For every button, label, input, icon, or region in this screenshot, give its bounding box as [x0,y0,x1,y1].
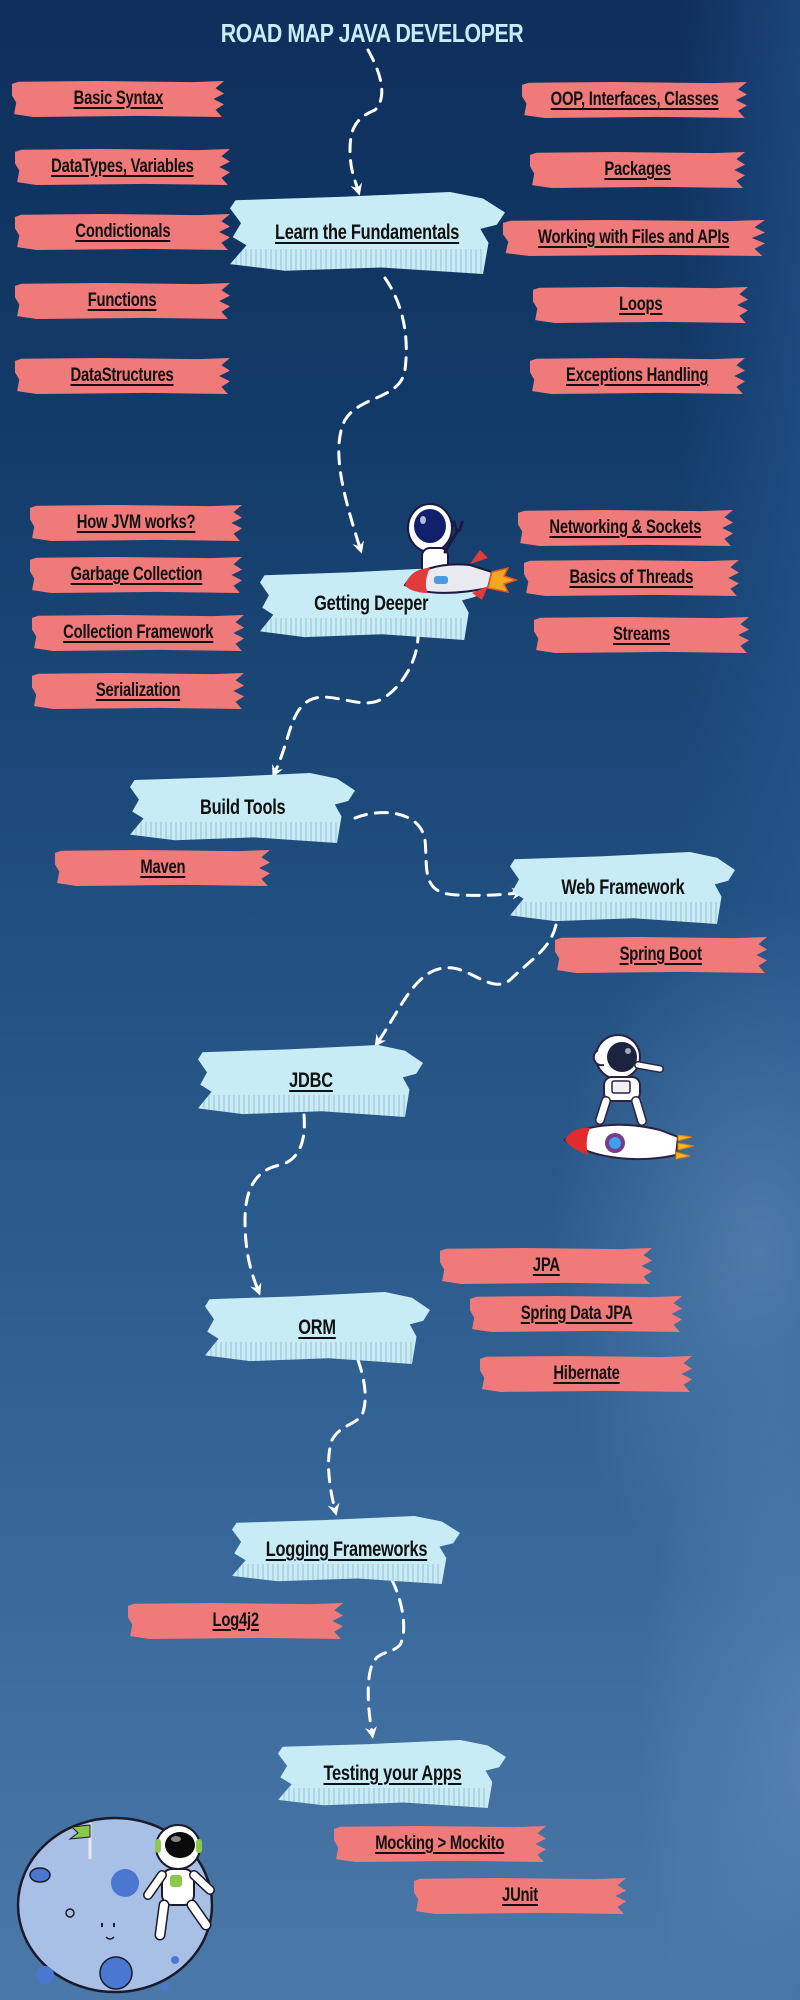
topic-conditionals[interactable]: Condictionals [15,214,230,250]
topic-spring-boot[interactable]: Spring Boot [555,937,767,973]
astronaut-rocket-dab-icon [563,1034,695,1161]
topic-loops[interactable]: Loops [533,287,748,323]
topic-mocking-mockito[interactable]: Mocking > Mockito [334,1826,546,1862]
topic-junit[interactable]: JUnit [414,1878,626,1914]
topic-maven[interactable]: Maven [55,850,270,886]
topic-functions[interactable]: Functions [15,283,230,319]
topic-datastructures[interactable]: DataStructures [15,358,230,394]
stage-web-framework[interactable]: Web Framework [510,852,735,924]
topic-jpa[interactable]: JPA [440,1248,652,1284]
topic-working-with-files-and-apis[interactable]: Working with Files and APIs [503,220,765,256]
topic-datatypes-variables[interactable]: DataTypes, Variables [15,149,230,185]
topic-log4j2[interactable]: Log4j2 [128,1603,343,1639]
topic-streams[interactable]: Streams [534,617,749,653]
topic-exceptions-handling[interactable]: Exceptions Handling [530,358,745,394]
topic-networking-sockets[interactable]: Networking & Sockets [518,510,733,546]
stage-label: Learn the Fundamentals [275,221,460,244]
path-jdbc-to-orm [243,1113,306,1296]
stage-label: Build Tools [199,796,286,819]
stage-label: JDBC [288,1069,333,1092]
stage-jdbc[interactable]: JDBC [198,1045,423,1117]
stage-testing-your-apps[interactable]: Testing your Apps [278,1740,506,1808]
planet-astronaut-flag-icon [16,1816,215,1994]
stage-label: Logging Frameworks [265,1538,427,1561]
stage-label: ORM [298,1316,337,1339]
stage-learn-the-fundamentals[interactable]: Learn the Fundamentals [230,192,505,274]
stage-orm[interactable]: ORM [205,1292,430,1364]
path-build-to-web [353,811,524,900]
path-deeper-to-build [272,628,420,778]
topic-spring-data-jpa[interactable]: Spring Data JPA [470,1296,682,1332]
topic-how-jvm-works[interactable]: How JVM works? [30,505,242,541]
topic-basics-of-threads[interactable]: Basics of Threads [524,560,739,596]
topic-basic-syntax[interactable]: Basic Syntax [12,81,224,117]
stage-build-tools[interactable]: Build Tools [130,773,355,843]
path-web-to-jdbc [374,923,558,1047]
path-logging-to-testing [365,1578,406,1739]
topic-garbage-collection[interactable]: Garbage Collection [30,557,242,593]
page-title: ROAD MAP JAVA DEVELOPER [220,18,524,48]
path-title-to-fundamentals [348,48,384,196]
topic-packages[interactable]: Packages [530,152,745,188]
path-fundamentals-to-deeper [337,276,408,554]
stage-label: Web Framework [560,876,685,899]
topic-hibernate[interactable]: Hibernate [480,1356,692,1392]
topic-serialization[interactable]: Serialization [32,673,244,709]
stage-getting-deeper[interactable]: Getting Deeper [260,568,482,640]
stage-logging-frameworks[interactable]: Logging Frameworks [232,1516,460,1584]
astronaut-rocket-peace-icon [403,503,519,600]
stage-label: Testing your Apps [322,1762,461,1785]
path-orm-to-logging [327,1358,367,1516]
topic-oop-interfaces-classes[interactable]: OOP, Interfaces, Classes [522,82,747,118]
topic-collection-framework[interactable]: Collection Framework [32,615,244,651]
